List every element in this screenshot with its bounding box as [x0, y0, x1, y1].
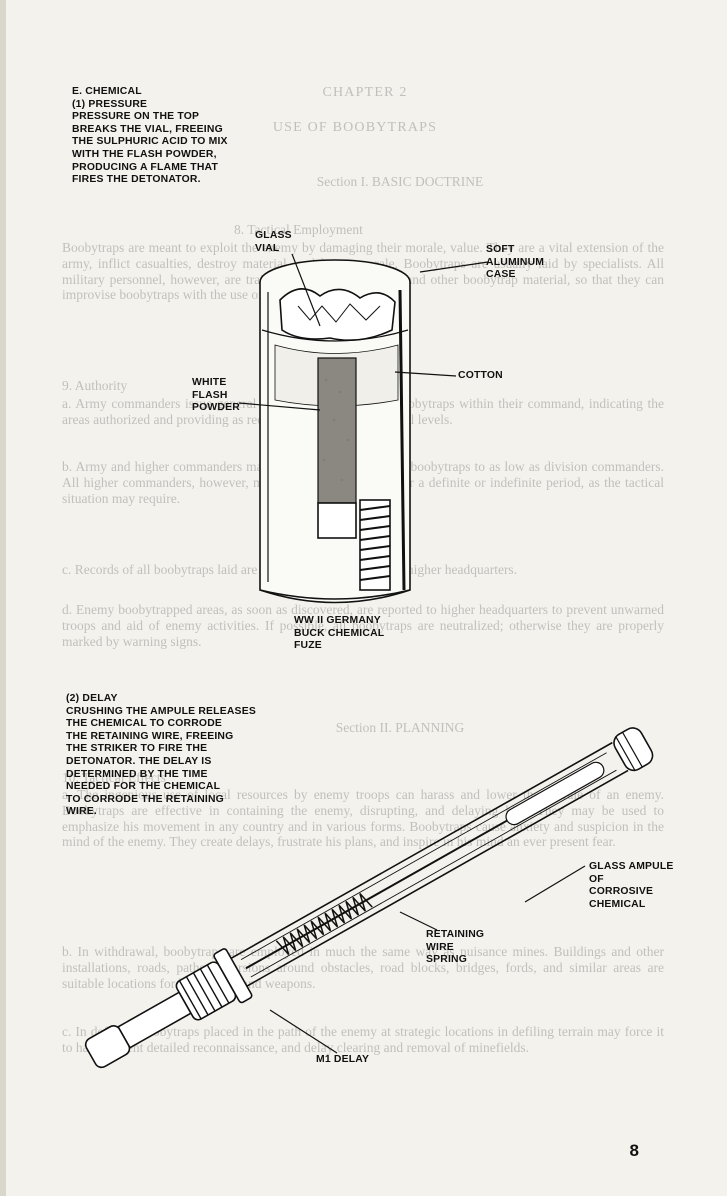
label-line: POWDER — [192, 402, 240, 414]
label-line: OF — [589, 873, 604, 885]
label-line: GLASS — [255, 230, 292, 241]
caption-line: PRODUCING A FLAME THAT — [72, 161, 219, 173]
label-m1-delay: M1 DELAY — [316, 1054, 370, 1065]
threaded-neck — [359, 499, 391, 591]
label-line: RETAINING — [426, 929, 485, 940]
case-right-wall — [398, 289, 406, 591]
label-line: BUCK CHEMICAL — [294, 627, 385, 639]
caption-chemical-pressure: E. CHEMICAL (1) PRESSURE PRESSURE ON THE… — [72, 86, 228, 187]
label-line: FUZE — [294, 640, 322, 652]
faded-para-d: d. Enemy boobytrapped areas, as soon as … — [62, 602, 664, 649]
label-line: CORROSIVE — [589, 886, 654, 898]
caption-line: TO CORRODE THE RETAINING — [66, 793, 224, 805]
faded-tactical: 8. Tactical Employment — [234, 222, 363, 237]
retaining-wire — [367, 820, 508, 900]
label-line: CHEMICAL — [589, 898, 646, 910]
label-retaining-wire-spring: RETAINING WIRE SPRING — [426, 929, 484, 967]
caption-heading-chemical: E. CHEMICAL — [72, 86, 142, 97]
leader-flash-powder — [238, 402, 321, 411]
faded-authority: 9. Authority — [62, 378, 128, 393]
glass-ampule — [505, 761, 605, 826]
label-line: WIRE — [426, 941, 454, 953]
caption-heading-delay: (2) DELAY — [66, 693, 118, 704]
label-line: WHITE — [192, 377, 227, 388]
caption-line: THE SULPHURIC ACID TO MIX — [72, 136, 228, 148]
caption-line: NEEDED FOR THE CHEMICAL — [66, 781, 221, 793]
caption-delay: (2) DELAY CRUSHING THE AMPULE RELEASES T… — [66, 693, 256, 819]
vial-crack — [297, 303, 381, 323]
faded-section-2: Section II. PLANNING — [335, 720, 465, 735]
tip-ribs — [615, 731, 643, 772]
case-base — [259, 589, 411, 600]
leader-glass-vial — [291, 253, 321, 327]
caption-line: DETERMINED BY THE TIME — [66, 768, 208, 780]
leader-case — [419, 261, 489, 273]
leader-ampule — [524, 865, 586, 903]
retaining-spring — [275, 892, 373, 955]
leader-cotton — [394, 371, 457, 377]
powder-speckle — [322, 378, 350, 482]
caption-line: PRESSURE ON THE TOP — [72, 111, 200, 123]
striker-housing — [117, 991, 193, 1049]
caption-line: WIRE. — [66, 806, 98, 818]
faded-para-10c: c. In defense, boobytraps placed in the … — [62, 1024, 664, 1055]
label-line: FLASH — [192, 389, 228, 401]
faded-chapter: CHAPTER 2 — [322, 85, 408, 100]
caption-line: BREAKS THE VIAL, FREEING — [72, 123, 223, 135]
page-edge-shadow — [0, 0, 6, 1196]
label-white-flash-powder: WHITE FLASH POWDER — [192, 377, 240, 415]
caption-line: FIRES THE DETONATOR. — [72, 174, 201, 186]
faded-chapter-title: USE OF BOOBYTRAPS — [272, 120, 438, 135]
detonator-tube — [317, 502, 357, 539]
caption-line: DETONATOR. THE DELAY IS — [66, 755, 212, 767]
leader-m1-delay — [269, 1009, 338, 1054]
leader-spring — [399, 911, 438, 931]
flash-powder-column — [317, 357, 357, 504]
caption-line: WITH THE FLASH POWDER, — [72, 148, 217, 160]
neck-threads — [359, 505, 391, 581]
label-line: ALUMINUM — [486, 256, 545, 268]
label-line: WW II GERMANY — [294, 615, 381, 626]
caption-line: THE RETAINING WIRE, FREEING — [66, 730, 234, 742]
page-number: 8 — [629, 1141, 639, 1160]
label-line: VIAL — [255, 242, 280, 254]
label-line: GLASS AMPULE — [589, 861, 674, 872]
caption-line: THE CHEMICAL TO CORRODE — [66, 718, 223, 730]
label-soft-aluminum-case: SOFT ALUMINUM CASE — [486, 244, 544, 282]
coupling-threads — [178, 964, 230, 1020]
case-inner-section — [261, 329, 409, 342]
label-line: SPRING — [426, 954, 468, 966]
tip-cap — [613, 727, 654, 772]
label-buck-chemical-fuze: WW II GERMANY BUCK CHEMICAL FUZE — [294, 615, 384, 653]
label-glass-vial: GLASS VIAL — [255, 230, 292, 255]
caption-line: THE STRIKER TO FIRE THE — [66, 743, 208, 755]
faded-tactical-effects: 10. Tactical Effects — [62, 770, 166, 785]
glass-vial — [279, 288, 396, 342]
label-line: CASE — [486, 269, 516, 281]
main-tube — [230, 741, 629, 987]
faded-section-1: Section I. BASIC DOCTRINE — [316, 174, 484, 189]
label-glass-ampule: GLASS AMPULE OF CORROSIVE CHEMICAL — [589, 861, 674, 911]
caption-heading-pressure: (1) PRESSURE — [72, 98, 148, 110]
caption-line: CRUSHING THE AMPULE RELEASES — [66, 705, 256, 717]
label-cotton: COTTON — [458, 370, 503, 381]
flange — [213, 948, 253, 1004]
label-line: SOFT — [486, 244, 515, 255]
tube-inner-wall — [240, 752, 617, 978]
